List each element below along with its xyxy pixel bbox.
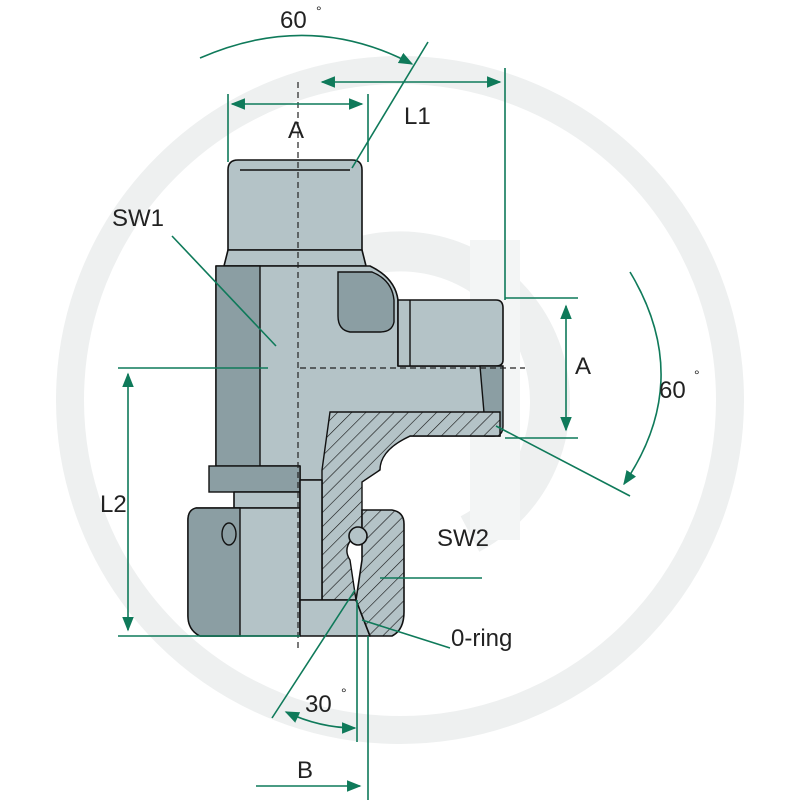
nut-collar: [208, 465, 301, 493]
label-a-right: A: [575, 353, 591, 380]
top-stud: [227, 159, 363, 251]
right-stud: [397, 299, 504, 367]
label-angle-bottom-degree: °: [341, 685, 347, 701]
label-angle-right-degree: °: [694, 367, 700, 383]
o-ring-seal: [348, 526, 368, 546]
dim-angle-top: [199, 34, 414, 65]
labels: 60 ° L1 A SW1 A 60 ° L2 SW2 0-ring 30 ° …: [100, 3, 700, 784]
label-o-ring: 0-ring: [451, 625, 512, 652]
dim-angle-bottom: [284, 711, 357, 734]
section-hatch: [321, 411, 501, 601]
body-left-face: [215, 265, 261, 467]
leader-o-ring: [361, 619, 451, 649]
label-sw2: SW2: [437, 525, 489, 552]
dim-angle-right: [623, 271, 662, 486]
centre-lines: [297, 82, 525, 650]
label-l1: L1: [404, 103, 431, 130]
label-sw1: SW1: [112, 205, 164, 232]
label-l2: L2: [100, 491, 127, 518]
label-angle-top: 60: [280, 7, 307, 34]
side-port-pocket: [337, 271, 395, 333]
label-a-top: A: [288, 117, 304, 144]
leader-sw1: [171, 235, 277, 347]
label-angle-top-degree: °: [316, 3, 322, 19]
fitting-body: [187, 159, 504, 637]
label-b: B: [297, 757, 313, 784]
top-collar: [223, 249, 367, 267]
dimensions: [118, 34, 662, 800]
label-angle-right: 60: [659, 377, 686, 404]
nut-section: [355, 509, 405, 637]
watermark-logo: [56, 56, 744, 744]
label-angle-bottom: 30: [305, 691, 332, 718]
